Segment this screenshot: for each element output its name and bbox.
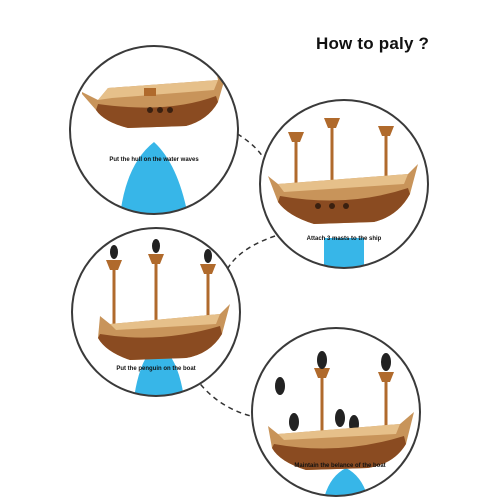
step-2-illustration: Attach 3 masts to the ship xyxy=(258,98,430,270)
step-1-caption: Put the hull on the water waves xyxy=(109,157,199,163)
step-4-caption: Maintain the belance of the boat xyxy=(294,463,386,469)
step-4-illustration: Maintain the belance of the boat xyxy=(250,326,422,498)
water-wave xyxy=(120,142,188,214)
step-3-illustration: Put the penguin on the boat xyxy=(70,226,242,398)
penguin-icon xyxy=(110,245,118,259)
step-2-caption: Attach 3 masts to the ship xyxy=(306,236,382,242)
penguin-icon xyxy=(275,377,285,395)
page-title: How to paly ? xyxy=(316,34,430,53)
step-1-illustration: Put the hull on the water waves xyxy=(68,44,240,216)
step-3-caption: Put the penguin on the boat xyxy=(116,366,196,372)
